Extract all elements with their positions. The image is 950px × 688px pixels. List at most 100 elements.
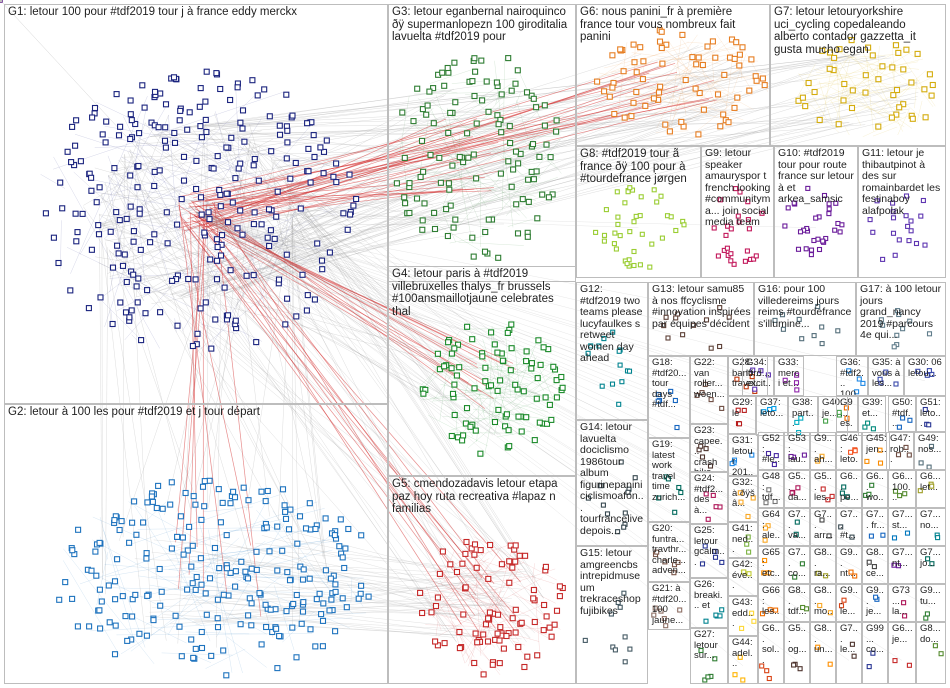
graph-edge bbox=[191, 219, 514, 364]
graph-node bbox=[69, 123, 76, 130]
graph-node bbox=[235, 165, 242, 172]
graph-node bbox=[196, 103, 203, 110]
group-label: G12: #tdf2019 two teams please lucyfaulk… bbox=[580, 283, 643, 364]
graph-edge bbox=[414, 170, 501, 182]
graph-edge bbox=[213, 202, 262, 617]
group-g41: G41: ned... bbox=[728, 522, 758, 558]
graph-edge bbox=[438, 177, 558, 219]
graph-edge bbox=[101, 194, 323, 601]
graph-edge bbox=[195, 211, 749, 382]
graph-node bbox=[287, 175, 294, 182]
group-g5x: G5... da... bbox=[784, 470, 810, 508]
graph-edge bbox=[181, 218, 475, 616]
graph-edge bbox=[283, 175, 305, 241]
graph-node bbox=[304, 292, 311, 299]
graph-edge bbox=[196, 126, 428, 196]
graph-edge bbox=[632, 40, 732, 108]
group-g20: G20: funtra... travthr... charle... adve… bbox=[648, 522, 690, 582]
graph-edge bbox=[238, 135, 483, 557]
graph-node bbox=[221, 284, 228, 291]
graph-edge bbox=[155, 504, 211, 642]
graph-node bbox=[217, 252, 225, 259]
graph-node bbox=[111, 165, 118, 172]
group-label: G30: 06 letou... bbox=[908, 357, 942, 379]
group-label: G5: cmendozadavis letour etapa paz hoy r… bbox=[392, 478, 558, 515]
graph-edge bbox=[655, 58, 759, 62]
graph-edge bbox=[843, 80, 896, 120]
graph-edge bbox=[103, 529, 146, 648]
graph-edge bbox=[233, 563, 523, 590]
group-g66: G66: les... bbox=[758, 584, 784, 622]
graph-edge bbox=[687, 41, 703, 44]
graph-edge bbox=[113, 88, 455, 258]
graph-edge bbox=[529, 382, 558, 396]
graph-edge bbox=[732, 53, 747, 94]
graph-edge bbox=[232, 79, 818, 133]
graph-edge bbox=[197, 610, 456, 638]
graph-node bbox=[72, 210, 79, 217]
graph-node bbox=[130, 228, 137, 235]
graph-edge bbox=[192, 297, 449, 365]
graph-edge bbox=[866, 57, 874, 132]
graph-edge bbox=[395, 140, 460, 160]
graph-edge bbox=[862, 113, 913, 138]
graph-edge bbox=[166, 540, 340, 560]
graph-node bbox=[213, 70, 220, 77]
graph-node bbox=[142, 310, 149, 317]
graph-node bbox=[162, 144, 169, 151]
graph-edge bbox=[862, 81, 899, 114]
group-g51: G51: leto... bbox=[916, 396, 946, 432]
graph-edge bbox=[106, 164, 131, 201]
group-label: G5... og... bbox=[788, 623, 807, 655]
group-g7d: G7... st... bbox=[888, 508, 916, 546]
group-label: G7... no... bbox=[920, 509, 941, 531]
graph-node bbox=[134, 299, 141, 306]
graph-edge bbox=[505, 337, 511, 397]
graph-node bbox=[283, 251, 290, 258]
graph-edge bbox=[118, 263, 473, 559]
group-g43: G43: edd... bbox=[728, 596, 758, 636]
group-label: G5... da... bbox=[788, 471, 807, 503]
graph-edge bbox=[118, 284, 169, 295]
graph-node bbox=[228, 134, 235, 141]
graph-edge bbox=[195, 211, 834, 422]
graph-node bbox=[122, 613, 129, 620]
graph-edge bbox=[137, 527, 282, 530]
graph-edge bbox=[449, 235, 485, 244]
graph-node bbox=[130, 238, 137, 245]
graph-edge bbox=[423, 558, 490, 593]
graph-node bbox=[176, 117, 183, 124]
graph-edge bbox=[236, 147, 260, 306]
graph-edge bbox=[204, 122, 850, 127]
graph-edge bbox=[844, 64, 846, 67]
graph-edge bbox=[862, 52, 904, 132]
group-label: G39: et... bbox=[862, 397, 883, 419]
group-g12: G12: #tdf2019 two teams please lucyfaulk… bbox=[576, 282, 648, 420]
graph-edge bbox=[79, 501, 318, 585]
group-g6e: G6... sol... bbox=[758, 622, 784, 684]
group-label: G22: van roller... woen... bbox=[694, 357, 725, 400]
graph-edge bbox=[195, 211, 806, 329]
graph-node bbox=[317, 144, 324, 151]
graph-edge bbox=[832, 66, 862, 126]
graph-node bbox=[194, 330, 201, 337]
group-label: G9... es... bbox=[840, 397, 853, 431]
group-g6f: G6... je... bbox=[888, 622, 916, 684]
graph-edge bbox=[236, 234, 290, 306]
graph-edge bbox=[178, 199, 228, 595]
graph-edge bbox=[192, 597, 488, 623]
graph-edge bbox=[104, 238, 541, 396]
group-label: G50: #tdf... bbox=[892, 397, 913, 429]
graph-edge bbox=[188, 187, 494, 208]
graph-edge bbox=[813, 61, 918, 80]
graph-node bbox=[192, 276, 199, 283]
group-g5y: G5... les... bbox=[810, 470, 836, 508]
graph-edge bbox=[271, 158, 324, 557]
graph-edge bbox=[468, 588, 497, 667]
graph-node bbox=[117, 299, 124, 306]
graph-node bbox=[261, 86, 268, 93]
graph-edge bbox=[195, 211, 926, 382]
group-label: G9... je... bbox=[866, 585, 884, 617]
group-g31: G31: letour 201... bbox=[728, 434, 758, 476]
graph-edge bbox=[178, 174, 536, 297]
